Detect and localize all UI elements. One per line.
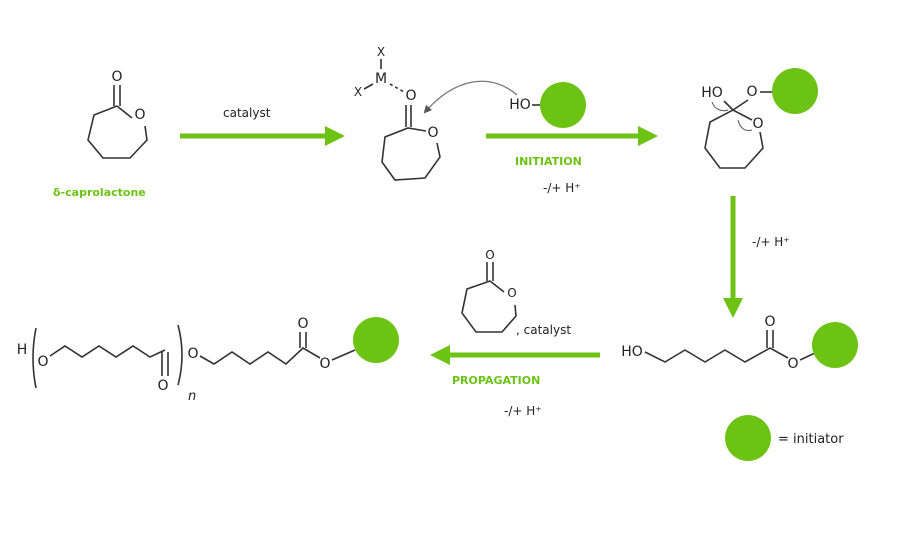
catalyst-label: catalyst bbox=[223, 106, 271, 120]
curved-attack-arrow bbox=[423, 80, 518, 114]
monomer-name-label: δ-caprolactone bbox=[53, 186, 146, 199]
atom-o: O bbox=[764, 314, 775, 330]
caprolactone-monomer: O O bbox=[461, 248, 517, 333]
tetrahedral-intermediate: HO O O bbox=[701, 68, 818, 169]
atom-m: M bbox=[375, 71, 387, 87]
proton-transfer-label: -/+ H⁺ bbox=[543, 181, 581, 195]
initiator-ball bbox=[772, 68, 818, 114]
atom-o: O bbox=[319, 356, 330, 372]
atom-o: O bbox=[485, 248, 494, 262]
activated-monomer-complex: X M X O O bbox=[354, 45, 441, 181]
atom-x: X bbox=[377, 45, 385, 59]
atom-o: O bbox=[157, 378, 168, 394]
repeat-unit-n: n bbox=[188, 389, 196, 404]
hydroxyl-label: HO bbox=[509, 97, 531, 113]
proton-transfer-label: -/+ H⁺ bbox=[504, 404, 542, 418]
atom-o: O bbox=[746, 84, 757, 100]
hydroxyl-label: HO bbox=[621, 344, 643, 360]
initiation-label: INITIATION bbox=[515, 155, 582, 168]
polycaprolactone-product: H O O n O O O bbox=[17, 316, 399, 404]
legend-label: = initiator bbox=[778, 432, 844, 447]
atom-x: X bbox=[354, 85, 362, 99]
atom-o: O bbox=[427, 125, 438, 141]
ring-opened-product: HO O O bbox=[621, 314, 858, 372]
atom-o: O bbox=[187, 346, 198, 362]
propagation-label: PROPAGATION bbox=[452, 374, 540, 387]
atom-o: O bbox=[752, 116, 763, 132]
atom-o: O bbox=[405, 88, 416, 104]
proton-transfer-label: -/+ H⁺ bbox=[752, 235, 790, 249]
legend-initiator-ball bbox=[725, 415, 771, 461]
initiator-ball bbox=[353, 317, 399, 363]
atom-o: O bbox=[787, 356, 798, 372]
caprolactone-monomer: O O bbox=[87, 69, 148, 159]
atom-o: O bbox=[507, 286, 516, 300]
atom-h: H bbox=[17, 342, 28, 358]
initiator-ball bbox=[540, 82, 586, 128]
atom-o: O bbox=[297, 316, 308, 332]
atom-o: O bbox=[111, 69, 122, 85]
hydroxyl-label: HO bbox=[701, 85, 723, 101]
atom-o: O bbox=[37, 354, 48, 370]
initiator-ball bbox=[812, 322, 858, 368]
catalyst-label: , catalyst bbox=[516, 323, 571, 337]
atom-o: O bbox=[134, 107, 145, 123]
